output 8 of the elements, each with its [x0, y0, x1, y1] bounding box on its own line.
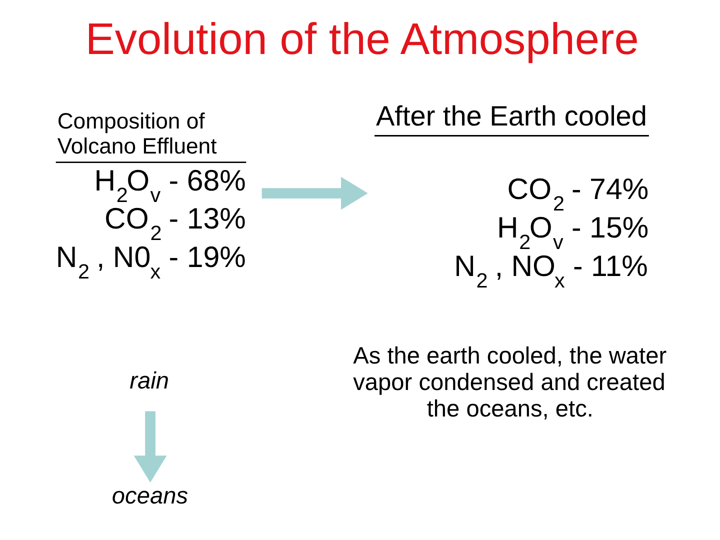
arrow	[133, 411, 166, 482]
arrow	[261, 176, 368, 210]
node-text: After the Earth cooled CO$_{2}$ - 74% H$_{2}$O$_{v}$ - 15% N$_{2}$ , NO$_{x}$ - 11%	[375, 100, 648, 292]
node-text: oceans	[111, 484, 188, 510]
diagram-title: Evolution of the Atmosphere	[84, 14, 638, 64]
label: As the earth cooled, the water vapor condensed and created the oceans, etc.	[352, 343, 666, 422]
node-text: rain	[129, 368, 168, 394]
node-text: Composition of Volcano Effluent H$_{2}$O$_{v}$ - 68% CO$_{2}$ - 13% N$_{2}$ , N0$_{x}$ - 19%	[55, 108, 246, 284]
